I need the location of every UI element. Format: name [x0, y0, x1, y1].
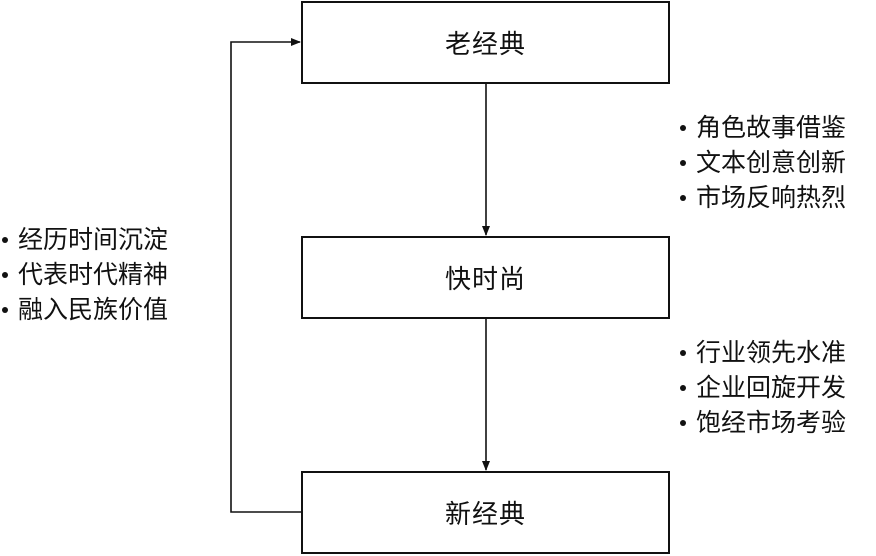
node-old-classic: 老经典 — [301, 1, 670, 84]
left-bullet-list: 经历时间沉淀 代表时代精神 融入民族价值 — [2, 222, 168, 327]
bullet-dot-icon — [680, 159, 686, 166]
list-item: 市场反响热烈 — [680, 180, 846, 215]
right-top-bullet-list: 角色故事借鉴 文本创意创新 市场反响热烈 — [680, 110, 846, 215]
bullet-dot-icon — [680, 419, 686, 426]
node-new-classic: 新经典 — [301, 471, 670, 554]
list-item: 行业领先水准 — [680, 335, 846, 370]
node-new-classic-label: 新经典 — [444, 500, 526, 530]
node-old-classic-label: 老经典 — [444, 30, 526, 60]
bullet-dot-icon — [2, 271, 8, 278]
bullet-dot-icon — [680, 194, 686, 201]
bullet-dot-icon — [680, 384, 686, 391]
bullet-dot-icon — [680, 124, 686, 131]
arrow-new-to-old-loop — [230, 38, 301, 513]
list-item: 经历时间沉淀 — [2, 222, 168, 257]
bullet-dot-icon — [2, 306, 8, 313]
bullet-dot-icon — [2, 236, 8, 243]
list-item: 代表时代精神 — [2, 257, 168, 292]
right-bottom-bullet-list: 行业领先水准 企业回旋开发 饱经市场考验 — [680, 335, 846, 440]
list-item: 企业回旋开发 — [680, 370, 846, 405]
list-item: 饱经市场考验 — [680, 405, 846, 440]
node-fast-fashion-label: 快时尚 — [444, 265, 526, 295]
list-item: 文本创意创新 — [680, 145, 846, 180]
list-item: 角色故事借鉴 — [680, 110, 846, 145]
node-fast-fashion: 快时尚 — [301, 236, 670, 319]
list-item: 融入民族价值 — [2, 292, 168, 327]
bullet-dot-icon — [680, 349, 686, 356]
